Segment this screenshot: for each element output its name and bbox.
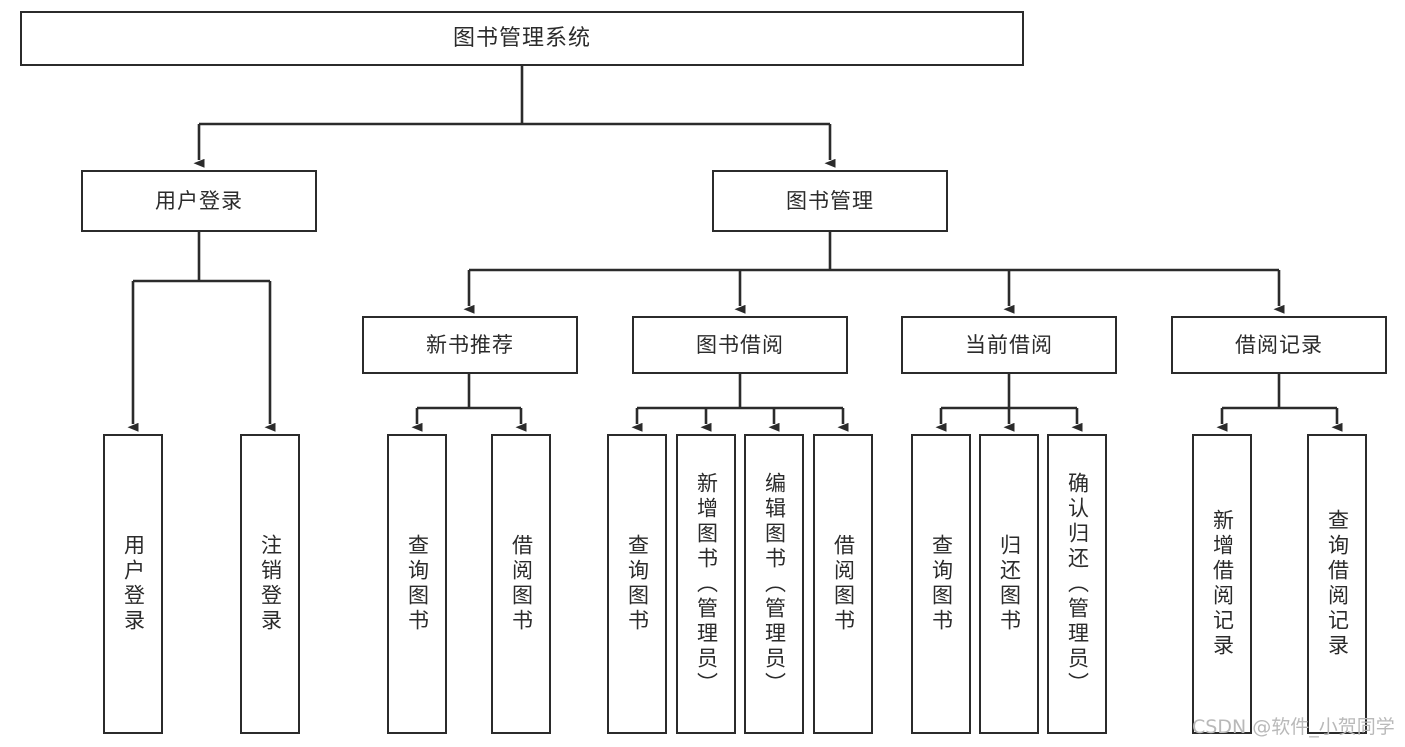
node-label: 查询图书 xyxy=(929,534,954,634)
node-book-borrow[interactable]: 图书借阅 xyxy=(632,316,848,374)
leaf-borrow-record-add[interactable]: 新增借阅记录 xyxy=(1192,434,1252,734)
leaf-book-borrow-edit[interactable]: 编辑图书（管理员） xyxy=(744,434,804,734)
node-label: 借阅图书 xyxy=(509,534,534,634)
node-label: 用户登录 xyxy=(155,188,243,213)
leaf-user-login-login[interactable]: 用户登录 xyxy=(103,434,163,734)
leaf-current-borrow-confirm-return[interactable]: 确认归还（管理员） xyxy=(1047,434,1107,734)
node-label: 查询借阅记录 xyxy=(1325,509,1350,659)
node-label: 新增借阅记录 xyxy=(1210,509,1235,659)
leaf-book-borrow-query[interactable]: 查询图书 xyxy=(607,434,667,734)
leaf-user-login-logout[interactable]: 注销登录 xyxy=(240,434,300,734)
leaf-current-borrow-return[interactable]: 归还图书 xyxy=(979,434,1039,734)
node-book-management[interactable]: 图书管理 xyxy=(712,170,948,232)
node-label: 编辑图书（管理员） xyxy=(762,471,787,697)
node-current-borrow[interactable]: 当前借阅 xyxy=(901,316,1117,374)
node-label: 确认归还（管理员） xyxy=(1065,471,1090,697)
node-label: 图书管理 xyxy=(786,188,874,213)
leaf-borrow-record-query[interactable]: 查询借阅记录 xyxy=(1307,434,1367,734)
node-user-login[interactable]: 用户登录 xyxy=(81,170,317,232)
node-label: 借阅记录 xyxy=(1235,332,1323,357)
node-label: 当前借阅 xyxy=(965,332,1053,357)
node-label: 用户登录 xyxy=(121,534,146,634)
watermark-text: CSDN @软件_小贺同学 xyxy=(1192,716,1395,738)
node-root-system[interactable]: 图书管理系统 xyxy=(20,11,1024,66)
node-label: 归还图书 xyxy=(997,534,1022,634)
node-label: 新增图书（管理员） xyxy=(694,471,719,697)
node-new-book-recommend[interactable]: 新书推荐 xyxy=(362,316,578,374)
leaf-book-borrow-add[interactable]: 新增图书（管理员） xyxy=(676,434,736,734)
leaf-current-borrow-query[interactable]: 查询图书 xyxy=(911,434,971,734)
node-label: 查询图书 xyxy=(405,534,430,634)
leaf-book-borrow-borrow[interactable]: 借阅图书 xyxy=(813,434,873,734)
node-label: 新书推荐 xyxy=(426,332,514,357)
node-label: 查询图书 xyxy=(625,534,650,634)
leaf-new-book-query[interactable]: 查询图书 xyxy=(387,434,447,734)
node-label: 图书管理系统 xyxy=(452,25,591,51)
node-borrow-record[interactable]: 借阅记录 xyxy=(1171,316,1387,374)
node-label: 注销登录 xyxy=(258,534,283,634)
node-label: 图书借阅 xyxy=(696,332,784,357)
leaf-new-book-borrow[interactable]: 借阅图书 xyxy=(491,434,551,734)
node-label: 借阅图书 xyxy=(831,534,856,634)
